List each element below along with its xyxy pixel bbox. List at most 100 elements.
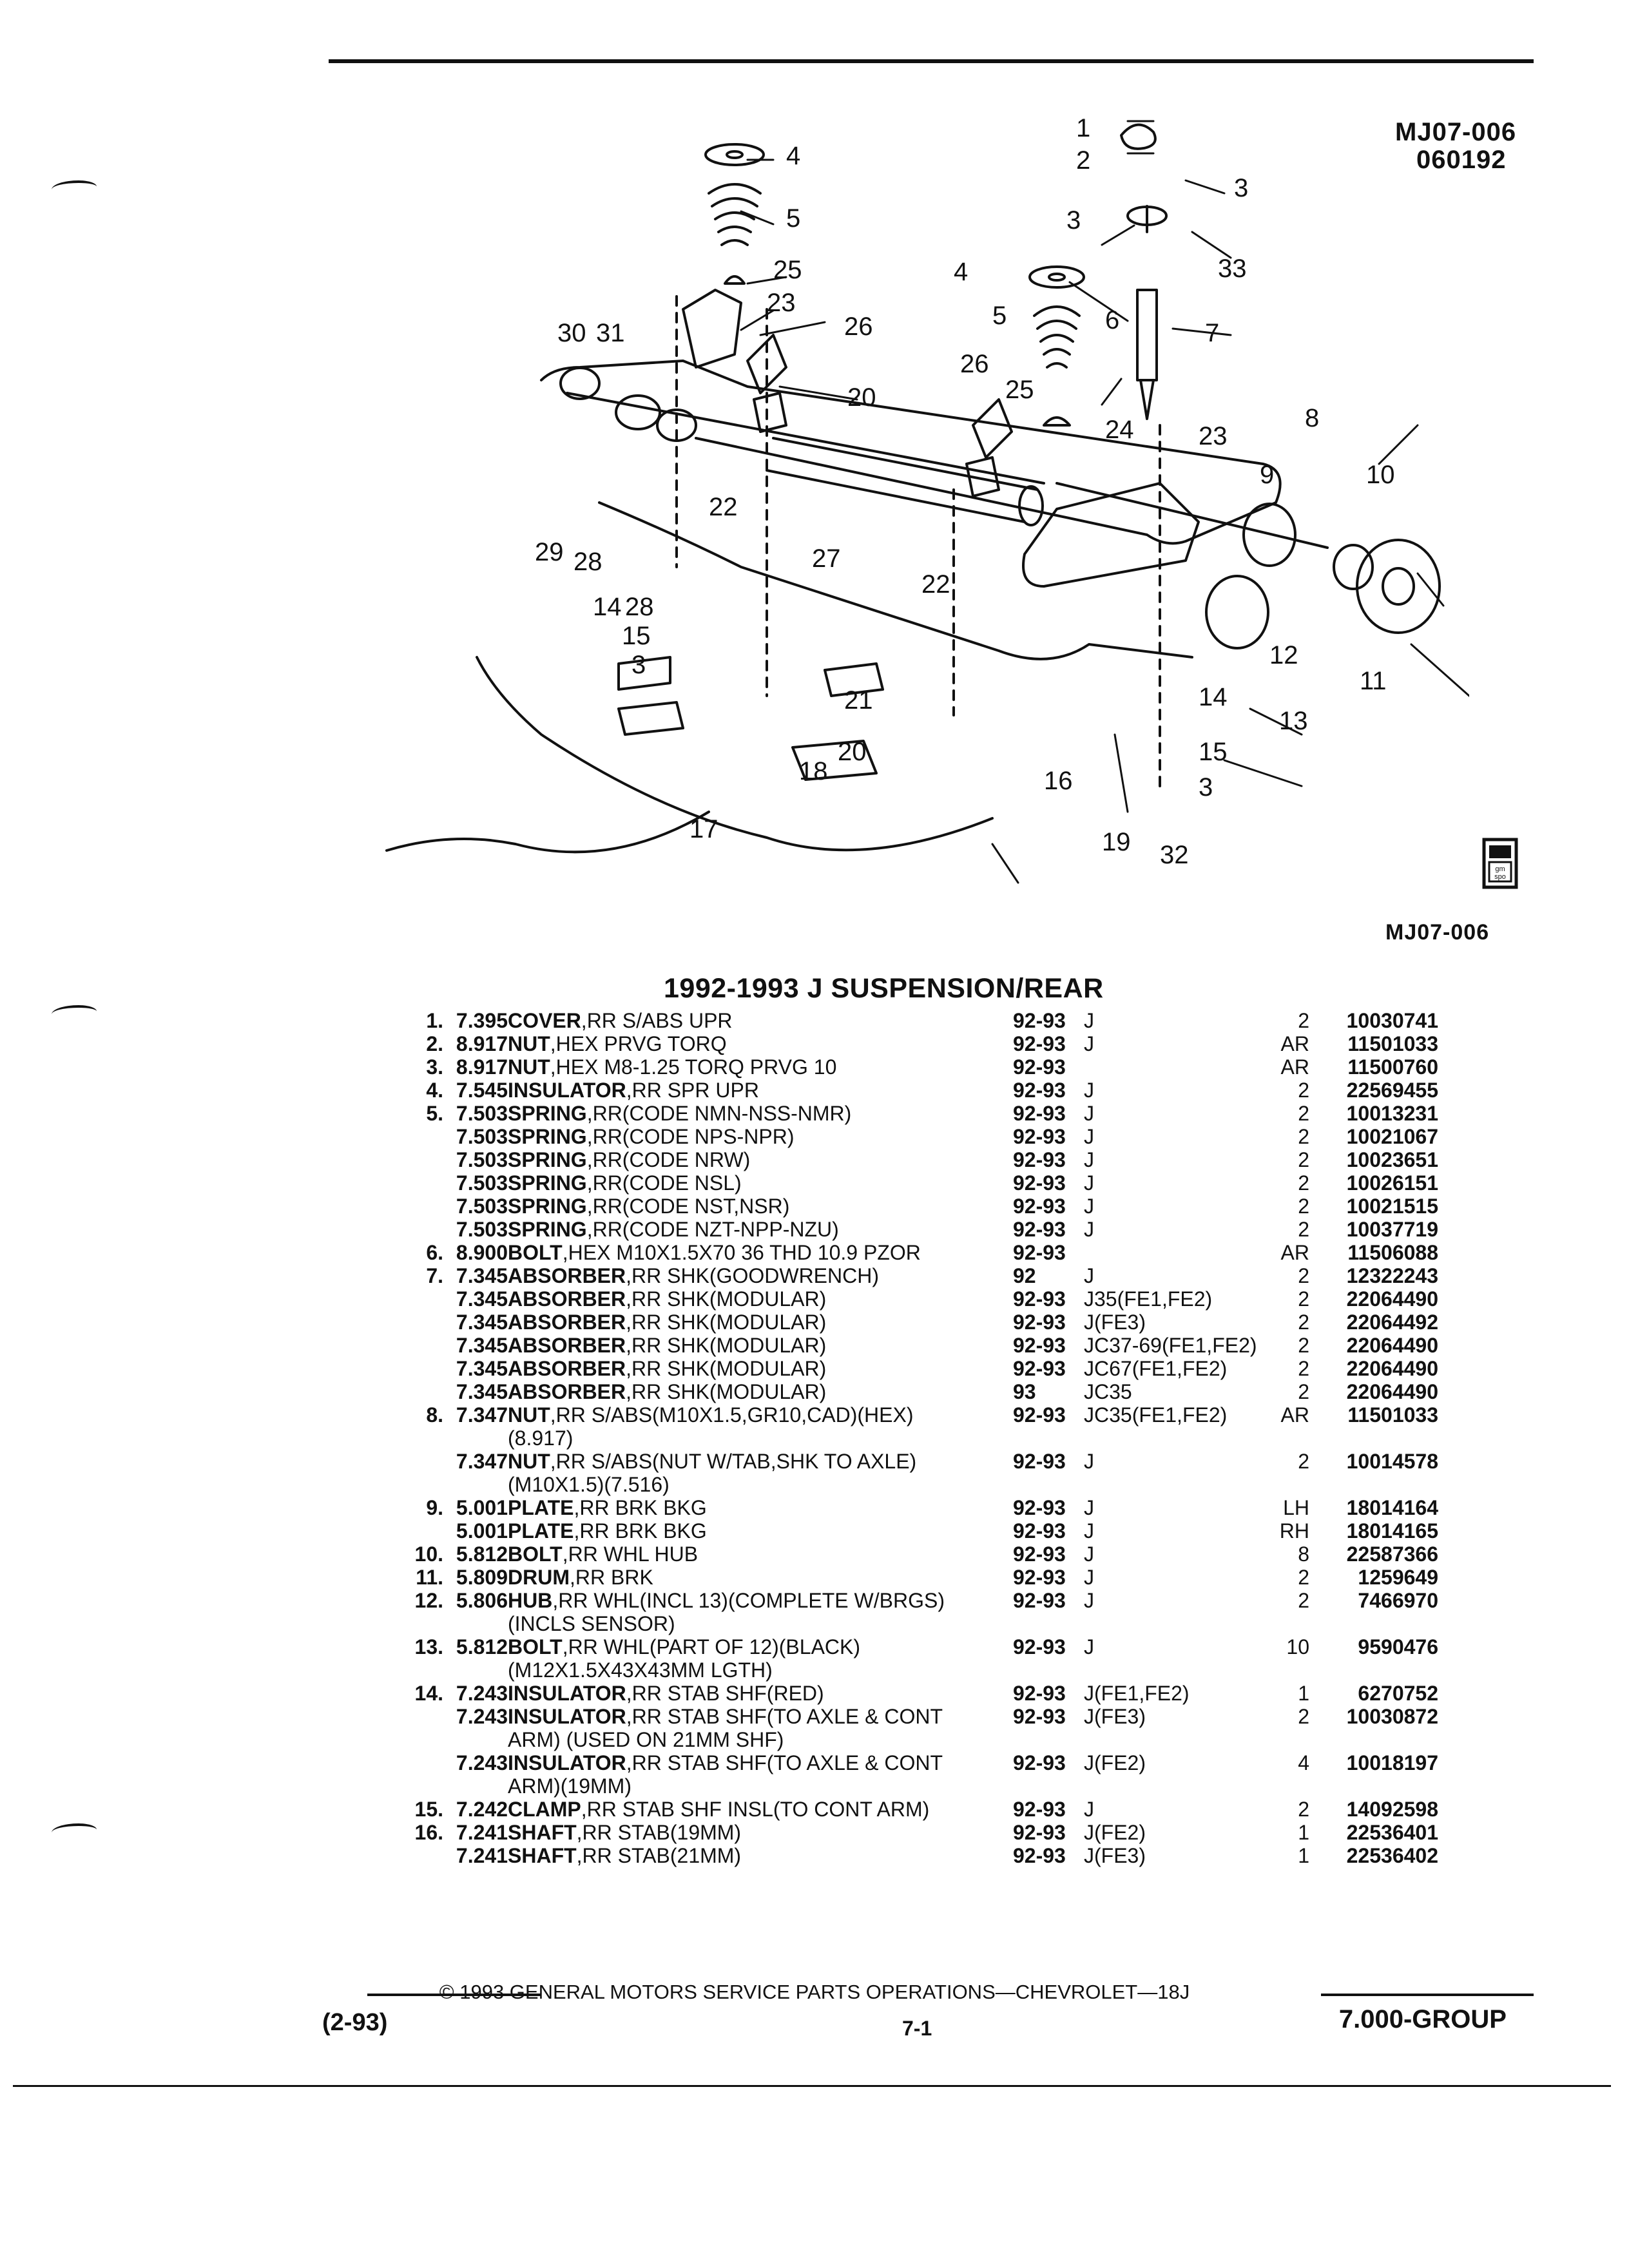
item-number [361, 1450, 443, 1496]
group-number: 7.241 [456, 1844, 508, 1867]
callout-label: 22 [709, 493, 738, 521]
part-noun: ABSORBER [508, 1311, 626, 1334]
part-description: BOLT,RR WHL HUB [508, 1542, 1013, 1566]
callout-label: 3 [1234, 174, 1248, 202]
model-years: 92-93 [1013, 1450, 1066, 1473]
spring-part [708, 183, 762, 246]
part-noun: ABSORBER [508, 1287, 626, 1311]
part-detail: ,HEX M8-1.25 TORQ PRVG 10 [550, 1055, 837, 1079]
part-detail: ,RR STAB SHF(RED) [626, 1682, 824, 1705]
part-description: SHAFT,RR STAB(21MM) [508, 1844, 1013, 1867]
part-description: NUT,RR S/ABS(M10X1.5,GR10,CAD)(HEX)(8.91… [508, 1403, 1013, 1450]
quantity: AR [1280, 1403, 1309, 1427]
callout-label: 25 [773, 256, 802, 284]
ref-code: MJ07-006 [1395, 118, 1517, 146]
quantity: AR [1280, 1032, 1309, 1055]
part-detail: ,RR BRK BKG [574, 1519, 707, 1542]
model-years: 92-93 [1013, 1055, 1066, 1079]
group-number: 7.503 [456, 1218, 508, 1241]
item-number: 15. [414, 1798, 443, 1821]
part-detail: ,RR S/ABS(M10X1.5,GR10,CAD)(HEX) [550, 1403, 914, 1427]
group-number: 7.243 [456, 1751, 508, 1774]
wheel-hub [1205, 575, 1269, 649]
model-codes: J(FE1,FE2) [1084, 1682, 1190, 1705]
group-number: 8.917 [456, 1055, 508, 1079]
group-number: 7.503 [456, 1171, 508, 1195]
part-description: INSULATOR,RR SPR UPR [508, 1079, 1013, 1102]
quantity: 2 [1298, 1102, 1309, 1125]
model-codes: J [1084, 1148, 1094, 1171]
model-codes: J(FE2) [1084, 1821, 1146, 1844]
model-years: 92-93 [1013, 1079, 1066, 1102]
model-years: 92-93 [1013, 1148, 1066, 1171]
part-description: CLAMP,RR STAB SHF INSL(TO CONT ARM) [508, 1798, 1013, 1821]
part-description: ABSORBER,RR SHK(MODULAR) [508, 1380, 1013, 1403]
item-number: 2. [426, 1032, 443, 1055]
part-detail: ,RR SHK(MODULAR) [626, 1380, 827, 1403]
model-codes: J [1084, 1798, 1094, 1821]
part-number: 14092598 [1346, 1798, 1438, 1821]
part-number: 22064490 [1346, 1287, 1438, 1311]
callout-label: 2 [1076, 146, 1090, 175]
item-number [361, 1844, 443, 1867]
callout-label: 1 [1076, 114, 1090, 142]
callout-label: 6 [1105, 306, 1119, 334]
part-number: 22064490 [1346, 1334, 1438, 1357]
group-number: 5.809 [456, 1566, 508, 1589]
part-noun: PLATE [508, 1496, 574, 1519]
model-codes: JC67(FE1,FE2) [1084, 1357, 1228, 1380]
callout-label: 12 [1269, 641, 1298, 669]
part-noun: SHAFT [508, 1821, 577, 1844]
callout-label: 32 [1160, 841, 1189, 869]
callout-label: 23 [767, 289, 796, 317]
part-number: 18014165 [1346, 1519, 1438, 1542]
group-number: 7.545 [456, 1079, 508, 1102]
model-codes: J35(FE1,FE2) [1084, 1287, 1213, 1311]
part-number: 11501033 [1347, 1403, 1438, 1427]
part-noun: NUT [508, 1032, 550, 1055]
part-number: 10014578 [1346, 1450, 1438, 1473]
part-detail: ,RR STAB SHF INSL(TO CONT ARM) [581, 1798, 930, 1821]
callout-label: 24 [1105, 416, 1134, 444]
part-noun: INSULATOR [508, 1751, 626, 1774]
quantity: 2 [1298, 1311, 1309, 1334]
quantity: 2 [1298, 1171, 1309, 1195]
part-detail-continued: (M10X1.5)(7.516) [508, 1473, 670, 1496]
group-number: 7.503 [456, 1125, 508, 1148]
callout-label: 25 [1005, 376, 1034, 404]
part-description: SPRING,RR(CODE NMN-NSS-NMR) [508, 1102, 1013, 1125]
quantity: 1 [1298, 1844, 1309, 1867]
callout-label: 33 [1218, 255, 1247, 283]
group-number: 5.806 [456, 1589, 508, 1612]
part-noun: DRUM [508, 1566, 570, 1589]
brake-drum [1356, 539, 1441, 634]
group-number: 7.345 [456, 1380, 508, 1403]
item-number [361, 1195, 443, 1218]
model-codes: J [1084, 1635, 1094, 1658]
callout-label: 3 [1199, 773, 1213, 802]
model-codes: J(FE3) [1084, 1844, 1146, 1867]
part-noun: INSULATOR [508, 1682, 626, 1705]
brake-plate [1242, 503, 1296, 567]
part-noun: BOLT [508, 1542, 563, 1566]
part-description: BOLT,HEX M10X1.5X70 36 THD 10.9 PZOR [508, 1241, 1013, 1264]
part-number: 22064490 [1346, 1357, 1438, 1380]
part-description: ABSORBER,RR SHK(MODULAR) [508, 1287, 1013, 1311]
part-detail: ,RR S/ABS(NUT W/TAB,SHK TO AXLE) [550, 1450, 917, 1473]
model-codes: J [1084, 1264, 1094, 1287]
item-number [361, 1171, 443, 1195]
part-noun: INSULATOR [508, 1705, 626, 1728]
item-number [361, 1751, 443, 1798]
group-number: 5.001 [456, 1496, 508, 1519]
quantity: LH [1283, 1496, 1309, 1519]
part-number: 10023651 [1346, 1148, 1438, 1171]
item-number [361, 1218, 443, 1241]
item-number: 4. [426, 1079, 443, 1102]
part-noun: CLAMP [508, 1798, 581, 1821]
part-noun: ABSORBER [508, 1380, 626, 1403]
